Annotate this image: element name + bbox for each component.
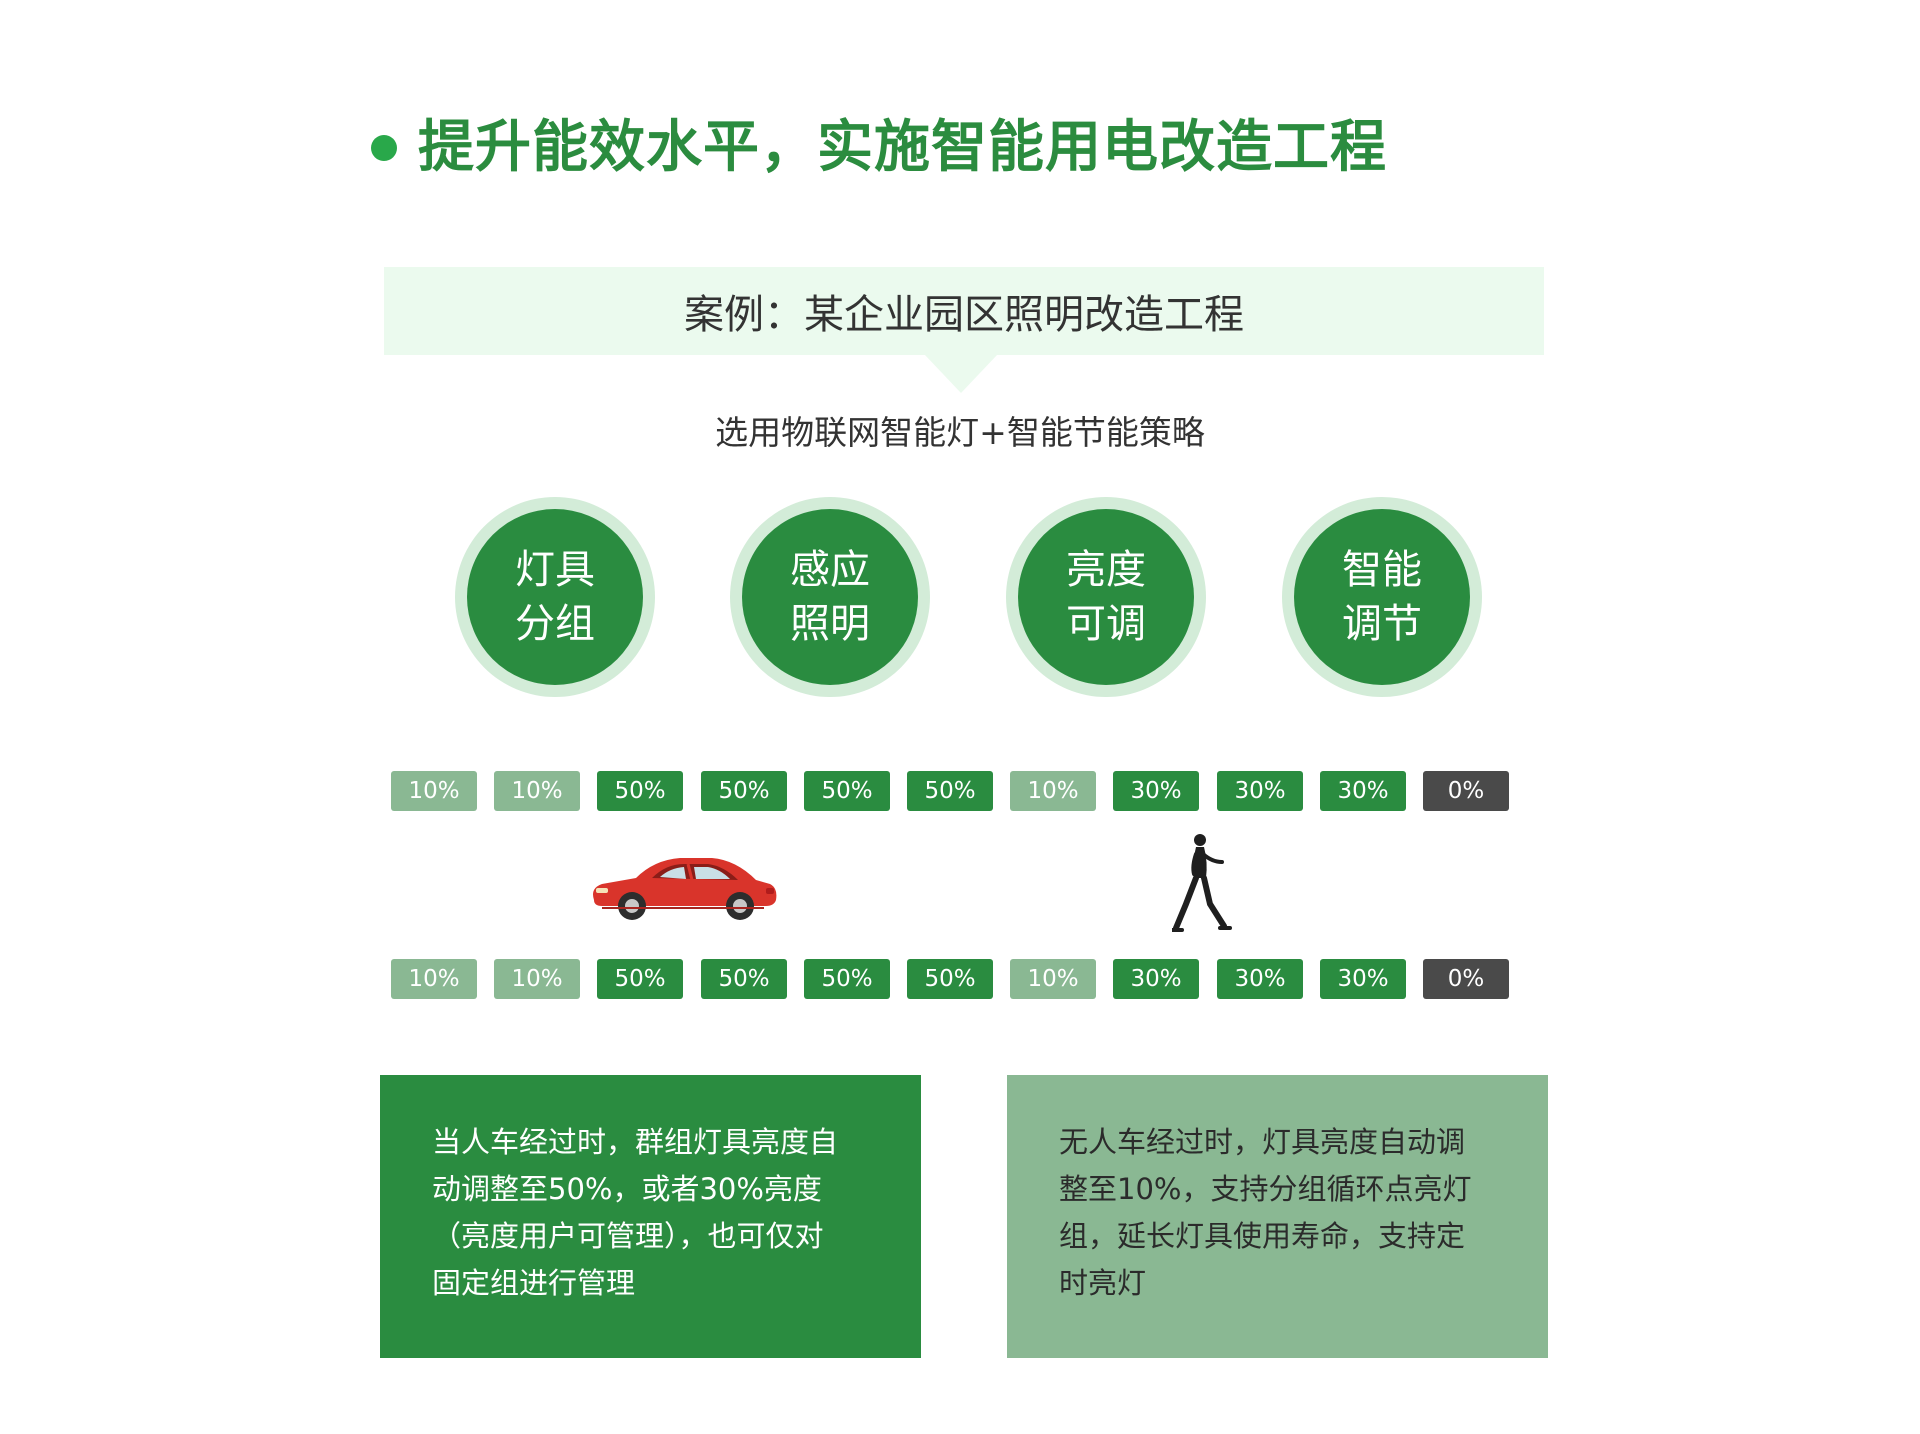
case-banner: 案例：某企业园区照明改造工程: [384, 267, 1544, 355]
info-line: 动调整至50%，或者30%亮度: [432, 1172, 822, 1206]
brightness-badge: 10%: [391, 959, 477, 999]
info-line: 当人车经过时，群组灯具亮度自: [432, 1125, 839, 1159]
feature-circle-lamp-grouping: 灯具 分组: [455, 497, 655, 697]
brightness-badge: 30%: [1113, 959, 1199, 999]
title-bullet: [371, 135, 397, 161]
case-banner-text: 案例：某企业园区照明改造工程: [684, 292, 1244, 338]
brightness-badge: 50%: [701, 959, 787, 999]
brightness-badge: 10%: [1010, 959, 1096, 999]
brightness-badge: 50%: [597, 771, 683, 811]
brightness-badge: 30%: [1320, 959, 1406, 999]
brightness-badge: 50%: [907, 771, 993, 811]
brightness-badge: 0%: [1423, 959, 1509, 999]
feature-circle-inner: 智能 调节: [1294, 509, 1470, 685]
feature-label-line2: 照明: [790, 601, 870, 647]
feature-circle-inner: 亮度 可调: [1018, 509, 1194, 685]
feature-label-line1: 灯具: [515, 547, 595, 593]
brightness-badge: 10%: [494, 771, 580, 811]
feature-label-line1: 感应: [790, 547, 870, 593]
feature-circle-inner: 灯具 分组: [467, 509, 643, 685]
info-line: 组，延长灯具使用寿命，支持定: [1059, 1219, 1466, 1253]
feature-circle-sensing: 感应 照明: [730, 497, 930, 697]
info-line: 固定组进行管理: [432, 1266, 636, 1300]
brightness-badge: 30%: [1320, 771, 1406, 811]
info-box-no-traffic: 无人车经过时，灯具亮度自动调 整至10%，支持分组循环点亮灯 组，延长灯具使用寿…: [1007, 1075, 1548, 1358]
brightness-badge: 30%: [1113, 771, 1199, 811]
brightness-badge: 30%: [1217, 771, 1303, 811]
brightness-badge: 50%: [701, 771, 787, 811]
info-line: （亮度用户可管理），也可仅对: [432, 1219, 824, 1253]
info-line: 无人车经过时，灯具亮度自动调: [1059, 1125, 1466, 1159]
info-line: 整至10%，支持分组循环点亮灯: [1059, 1172, 1472, 1206]
banner-pointer: [925, 355, 997, 393]
brightness-badge: 50%: [804, 959, 890, 999]
car-icon: [593, 858, 777, 920]
brightness-badge: 50%: [597, 959, 683, 999]
pedestrian-icon: [1172, 834, 1232, 932]
brightness-badge: 50%: [804, 771, 890, 811]
strategy-text: 选用物联网智能灯+智能节能策略: [715, 413, 1205, 452]
feature-circle-smart-control: 智能 调节: [1282, 497, 1482, 697]
feature-label-line1: 智能: [1342, 547, 1422, 593]
brightness-badge: 0%: [1423, 771, 1509, 811]
info-line: 时亮灯: [1059, 1266, 1147, 1300]
page-title: 提升能效水平，实施智能用电改造工程: [418, 115, 1387, 180]
brightness-badge: 10%: [494, 959, 580, 999]
feature-circle-brightness: 亮度 可调: [1006, 497, 1206, 697]
feature-label-line2: 分组: [515, 601, 595, 647]
feature-label-line1: 亮度: [1066, 547, 1146, 593]
feature-circle-inner: 感应 照明: [742, 509, 918, 685]
feature-label-line2: 可调: [1066, 601, 1146, 647]
brightness-badge: 10%: [391, 771, 477, 811]
brightness-badge: 50%: [907, 959, 993, 999]
brightness-badge: 10%: [1010, 771, 1096, 811]
info-box-with-traffic: 当人车经过时，群组灯具亮度自 动调整至50%，或者30%亮度 （亮度用户可管理）…: [380, 1075, 921, 1358]
feature-label-line2: 调节: [1342, 601, 1422, 647]
brightness-badge: 30%: [1217, 959, 1303, 999]
